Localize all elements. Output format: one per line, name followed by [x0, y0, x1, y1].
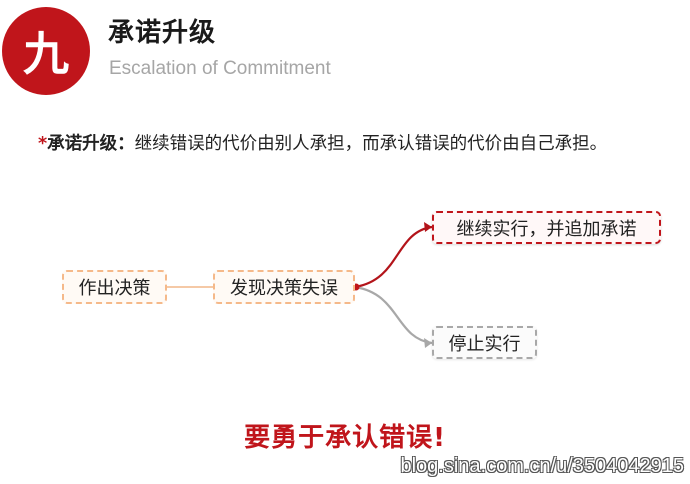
node-continue-commitment-label: 继续实行，并追加承诺 — [456, 218, 637, 240]
arrowhead-continue — [424, 222, 432, 232]
node-stop-label: 停止实行 — [448, 333, 521, 355]
badge-char: 九 — [23, 27, 69, 81]
node-continue-commitment: 继续实行，并追加承诺 — [432, 211, 661, 244]
connector-to-continue — [354, 225, 433, 289]
node-make-decision: 作出决策 — [62, 270, 167, 304]
section-number-badge: 九 — [2, 7, 90, 95]
definition-term: 承诺升级 — [47, 134, 118, 154]
node-stop: 停止实行 — [432, 326, 537, 359]
node-make-decision-label: 作出决策 — [78, 278, 151, 299]
page-title: 承诺升级 — [108, 18, 217, 48]
definition-line: *承诺升级：继续错误的代价由别人承担，而承认错误的代价由自己承担。 — [38, 130, 607, 155]
definition-text: 继续错误的代价由别人承担，而承认错误的代价由自己承担。 — [134, 134, 608, 154]
definition-colon: ： — [117, 134, 135, 154]
connector-to-stop — [354, 285, 433, 345]
node-discover-mistake: 发现决策失误 — [213, 270, 355, 304]
node-discover-mistake-label: 发现决策失误 — [230, 278, 338, 299]
slogan: 要勇于承认错误! — [244, 423, 446, 453]
page-subtitle: Escalation of Commitment — [109, 58, 331, 79]
definition-star: * — [38, 134, 48, 154]
arrowhead-stop — [424, 338, 432, 348]
watermark: blog.sina.com.cn/u/3504042915 — [400, 455, 684, 477]
